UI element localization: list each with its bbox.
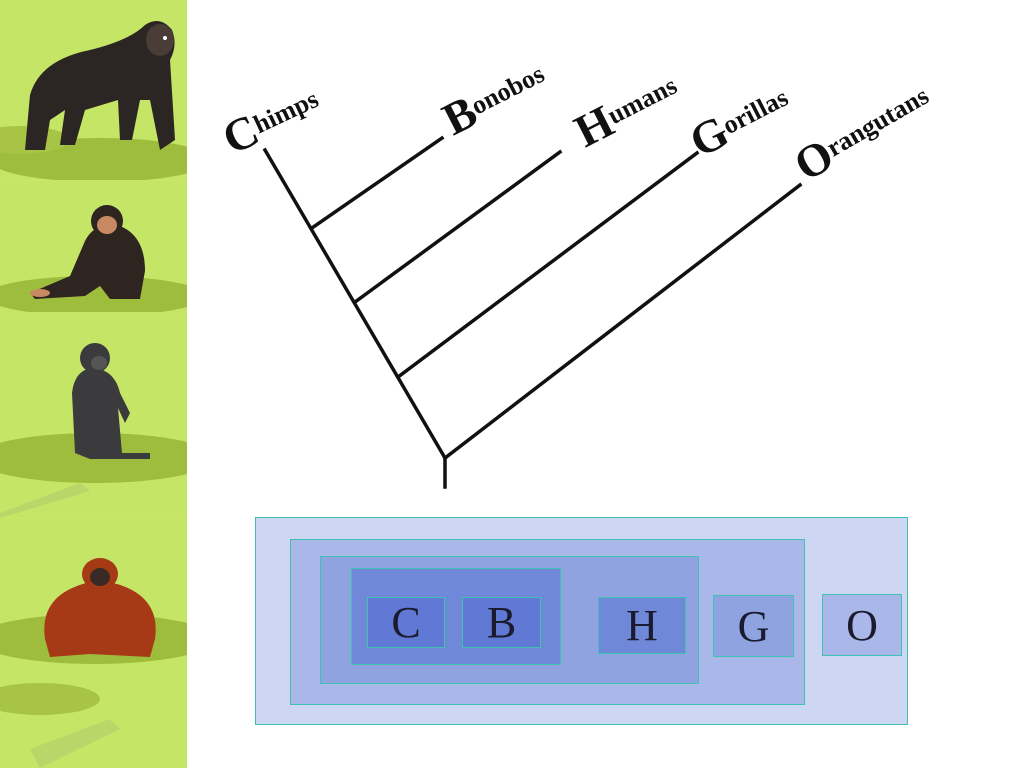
- tree-label-chimps: Chimps: [215, 75, 328, 164]
- leaf-box-orangutans: O: [822, 594, 902, 656]
- tree-label-humans-rest: umans: [603, 71, 682, 130]
- bonobo-illustration: [0, 343, 187, 518]
- orangutan-illustration: [0, 558, 187, 768]
- tree-branch-orangutans: [442, 182, 803, 461]
- tree-label-bonobos-rest: onobos: [466, 59, 549, 120]
- tree-label-gorillas: Gorillas: [681, 74, 798, 167]
- leaf-box-chimps: C: [367, 597, 445, 648]
- tree-label-bonobos: Bonobos: [434, 50, 554, 145]
- tree-label-gorillas-rest: orillas: [718, 83, 793, 140]
- tree-label-humans: Humans: [566, 62, 687, 157]
- gorilla-illustration: [0, 21, 187, 180]
- phylogenetic-tree: Chimps Bonobos Humans Gorillas Orangutan…: [215, 50, 940, 489]
- chimp-illustration: [0, 205, 187, 312]
- tree-label-chimps-rest: himps: [249, 84, 323, 139]
- tree-branch-gorillas: [395, 150, 700, 380]
- leaf-box-humans: H: [598, 597, 686, 654]
- leaf-box-bonobos: B: [462, 597, 541, 648]
- tree-branch-bonobos: [309, 135, 445, 231]
- tree-branch-humans: [352, 149, 563, 305]
- tree-label-orangutans: Orangutans: [786, 72, 940, 190]
- gorilla-panel: [0, 0, 187, 180]
- leaf-box-gorillas: G: [713, 595, 794, 657]
- chimp-panel: [0, 181, 187, 312]
- ape-illustration-strip: [0, 0, 187, 768]
- bonobo-panel: [0, 313, 187, 518]
- orangutan-panel: [0, 519, 187, 768]
- tree-label-orangutans-rest: rangutans: [821, 81, 933, 162]
